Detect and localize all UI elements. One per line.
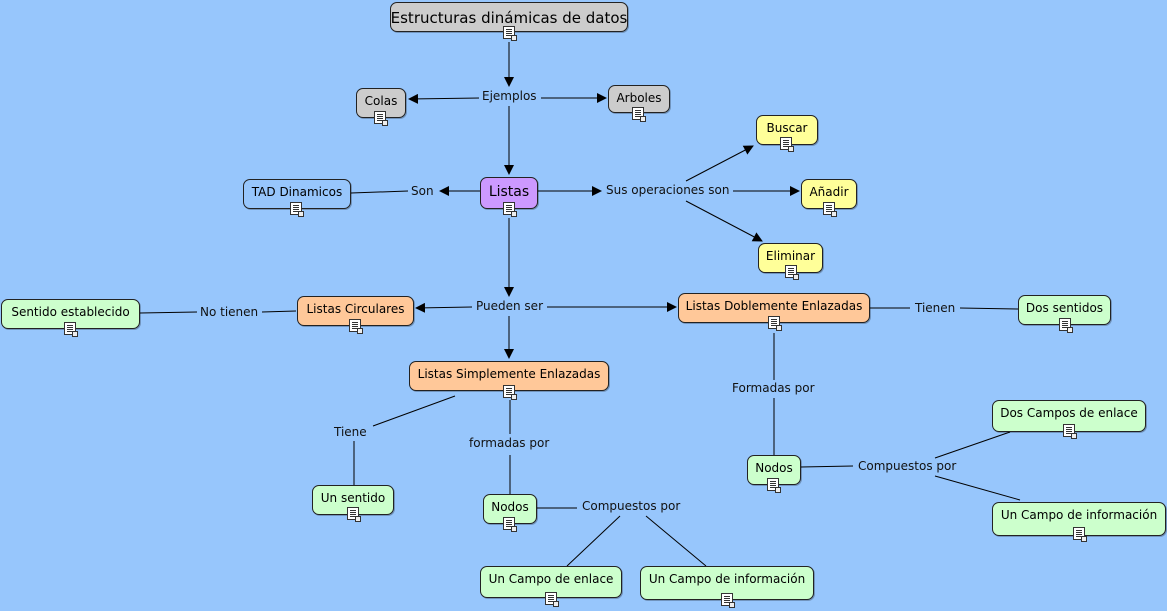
node-campo-informacion-simple[interactable]: Un Campo de información	[640, 566, 814, 600]
link-label-tienen: Tienen	[912, 301, 959, 315]
edge-son-tad	[350, 190, 409, 194]
edge-notienen-sentido	[139, 311, 198, 314]
document-icon[interactable]	[632, 107, 646, 122]
document-icon[interactable]	[1059, 318, 1073, 333]
document-icon[interactable]	[721, 593, 735, 608]
edge-ejemplos-colas	[408, 93, 481, 104]
link-label-son: Son	[408, 184, 437, 198]
node-title-label: Estructuras dinámicas de datos	[390, 9, 628, 27]
edge-compuestos-enlace	[566, 515, 621, 567]
link-label-no-tienen: No tienen	[197, 305, 262, 319]
edge-circulares-notienen	[261, 310, 297, 313]
node-dos-campos-label: Dos Campos de enlace	[1000, 406, 1138, 420]
link-label-ejemplos: Ejemplos	[479, 89, 540, 103]
document-icon[interactable]	[503, 26, 517, 41]
node-listas[interactable]: Listas	[480, 177, 538, 209]
node-tad-dinamicos[interactable]: TAD Dinamicos	[243, 179, 351, 209]
node-nodos2-label: Nodos	[755, 461, 793, 475]
document-icon[interactable]	[347, 507, 361, 522]
edge-ops-buscar	[685, 145, 754, 182]
link-label-compuestos-por-doble: Compuestos por	[855, 459, 960, 473]
document-icon[interactable]	[780, 137, 794, 152]
node-title[interactable]: Estructuras dinámicas de datos	[390, 2, 628, 32]
document-icon[interactable]	[503, 517, 517, 532]
document-icon[interactable]	[1073, 527, 1087, 542]
document-icon[interactable]	[349, 319, 363, 334]
document-icon[interactable]	[64, 322, 78, 337]
node-campo-info1-label: Un Campo de información	[648, 572, 806, 586]
node-listas-label: Listas	[488, 184, 530, 200]
link-label-pueden-ser: Pueden ser	[473, 299, 547, 313]
node-eliminar-label: Eliminar	[765, 249, 816, 263]
link-label-formadas-por-doble: Formadas por	[729, 381, 818, 395]
edge-nodos2-compuestos	[800, 465, 854, 468]
node-campo-enlace-label: Un Campo de enlace	[488, 572, 614, 586]
node-dos-sentidos-label: Dos sentidos	[1025, 301, 1104, 315]
node-anadir[interactable]: Añadir	[801, 179, 857, 209]
link-label-compuestos-por-simple: Compuestos por	[579, 499, 684, 513]
edge-compuestos-info2	[934, 475, 1021, 501]
edge-simple-tiene	[372, 395, 456, 427]
node-un-sentido-label: Un sentido	[320, 491, 386, 505]
edge-compuestos-info	[645, 515, 707, 567]
edge-ops-eliminar	[685, 200, 763, 242]
edge-tienen-dos	[959, 307, 1019, 310]
link-label-formadas-por-simple: formadas por	[466, 436, 553, 450]
node-anadir-label: Añadir	[809, 185, 849, 199]
node-tad-label: TAD Dinamicos	[251, 185, 343, 199]
link-label-tiene: Tiene	[331, 425, 370, 439]
document-icon[interactable]	[545, 592, 559, 607]
document-icon[interactable]	[823, 202, 837, 217]
node-simple-label: Listas Simplemente Enlazadas	[417, 367, 601, 381]
document-icon[interactable]	[1063, 424, 1077, 439]
document-icon[interactable]	[503, 385, 517, 400]
document-icon[interactable]	[290, 202, 304, 217]
node-circulares-label: Listas Circulares	[306, 302, 405, 316]
node-doble-label: Listas Doblemente Enlazadas	[685, 299, 863, 313]
node-arboles-label: Arboles	[616, 91, 662, 105]
link-label-operaciones: Sus operaciones son	[603, 183, 733, 197]
node-colas-label: Colas	[364, 94, 398, 108]
node-campo-enlace[interactable]: Un Campo de enlace	[480, 566, 622, 598]
document-icon[interactable]	[374, 111, 388, 126]
edge-pueden-circulares	[415, 302, 473, 313]
node-sentido-label: Sentido establecido	[11, 305, 130, 319]
document-icon[interactable]	[767, 478, 781, 493]
document-icon[interactable]	[768, 316, 782, 331]
document-icon[interactable]	[503, 202, 517, 217]
node-buscar-label: Buscar	[766, 121, 808, 135]
node-campo-info2-label: Un Campo de información	[1000, 508, 1158, 522]
edge-compuestos-doscampos	[934, 431, 1011, 459]
document-icon[interactable]	[785, 265, 799, 280]
node-nodos1-label: Nodos	[491, 500, 529, 514]
